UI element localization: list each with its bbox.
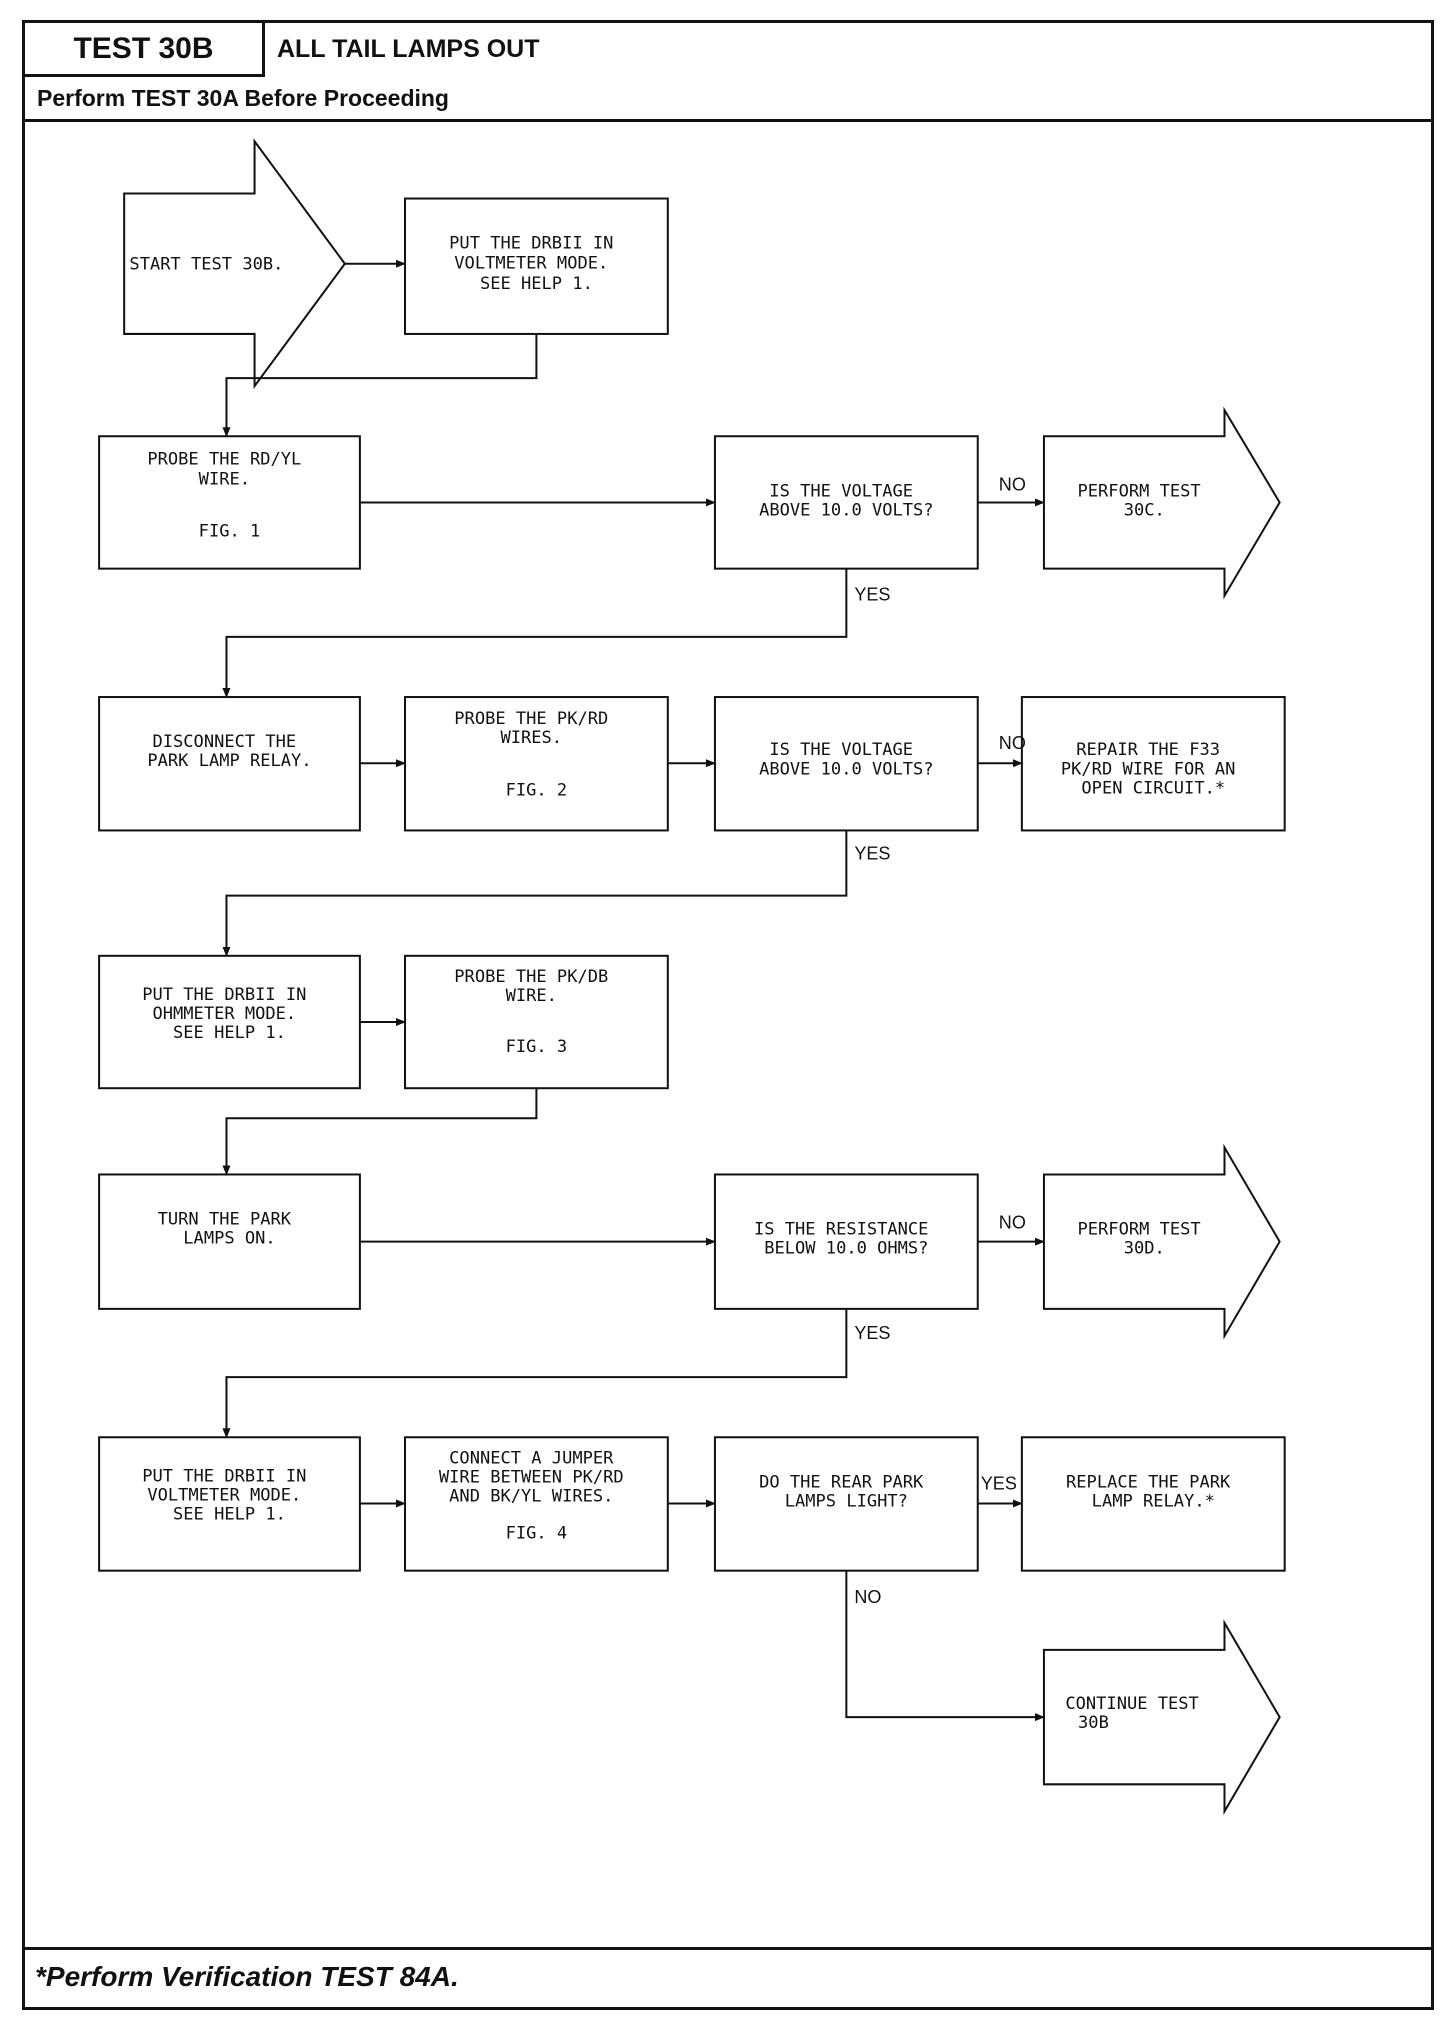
- footer-divider: [25, 1947, 1431, 1950]
- branch-label-yes: YES: [854, 585, 890, 605]
- ohmmeter-text: PUT THE DRBII IN OHMMETER MODE. SEE HELP…: [142, 985, 316, 1043]
- result-arrow-30c-shape: [1042, 406, 1281, 600]
- result-30d-text: PERFORM TEST 30D.: [1078, 1220, 1211, 1259]
- continue-30b-text: CONTINUE TEST 30B: [1065, 1694, 1209, 1733]
- decision-rear-lamps-text: DO THE REAR PARK LAMPS LIGHT?: [759, 1472, 933, 1511]
- start-arrow-shape: [123, 138, 347, 390]
- result-arrow-continue-shape: [1042, 1619, 1281, 1816]
- voltmeter-1-text: PUT THE DRBII IN VOLTMETER MODE. SEE HEL…: [449, 234, 623, 294]
- branch-label-yes: YES: [854, 844, 890, 864]
- probe-rdyl-text: PROBE THE RD/YL WIRE. FIG. 1: [147, 449, 311, 541]
- branch-label-no: NO: [999, 733, 1026, 753]
- probe-pkrd-text: PROBE THE PK/RD WIRES. FIG. 2: [454, 709, 618, 800]
- voltmeter-2-text: PUT THE DRBII IN VOLTMETER MODE. SEE HEL…: [142, 1466, 316, 1524]
- test-title: ALL TAIL LAMPS OUT: [277, 35, 540, 63]
- decision-voltage-1-text: IS THE VOLTAGE ABOVE 10.0 VOLTS?: [759, 481, 933, 520]
- disconnect-relay-text: DISCONNECT THE PARK LAMP RELAY.: [147, 732, 311, 771]
- probe-pkdb-text: PROBE THE PK/DB WIRE. FIG. 3: [454, 967, 618, 1057]
- flowchart: START TEST 30B. PUT THE DRBII IN VOLTMET…: [98, 138, 1286, 1816]
- test-number-box: TEST 30B: [25, 23, 265, 77]
- turn-park-lamps-text: TURN THE PARK LAMPS ON.: [158, 1210, 302, 1249]
- start-label: START TEST 30B.: [129, 255, 283, 275]
- replace-relay-text: REPLACE THE PARK LAMP RELAY.*: [1066, 1472, 1240, 1511]
- branch-label-no: NO: [999, 1213, 1026, 1233]
- header-divider: [25, 119, 1431, 122]
- repair-f33-text: REPAIR THE F33 PK/RD WIRE FOR AN OPEN CI…: [1061, 740, 1246, 798]
- branch-label-yes: YES: [854, 1323, 890, 1343]
- decision-resistance-text: IS THE RESISTANCE BELOW 10.0 OHMS?: [754, 1220, 939, 1259]
- verification-footnote: *Perform Verification TEST 84A.: [35, 1961, 459, 1992]
- branch-label-yes: YES: [981, 1473, 1017, 1493]
- result-arrow-30d-shape: [1042, 1143, 1281, 1340]
- test-number: TEST 30B: [73, 31, 214, 65]
- decision-voltage-2-text: IS THE VOLTAGE ABOVE 10.0 VOLTS?: [759, 740, 933, 779]
- result-30c-text: PERFORM TEST 30C.: [1078, 481, 1211, 520]
- test-sheet: TEST 30B ALL TAIL LAMPS OUT Perform TEST…: [22, 20, 1434, 2010]
- branch-label-no: NO: [999, 474, 1026, 494]
- connect-jumper-text: CONNECT A JUMPER WIRE BETWEEN PK/RD AND …: [439, 1448, 634, 1543]
- prerequisite-note: Perform TEST 30A Before Proceeding: [37, 85, 449, 111]
- branch-label-no: NO: [854, 1587, 881, 1607]
